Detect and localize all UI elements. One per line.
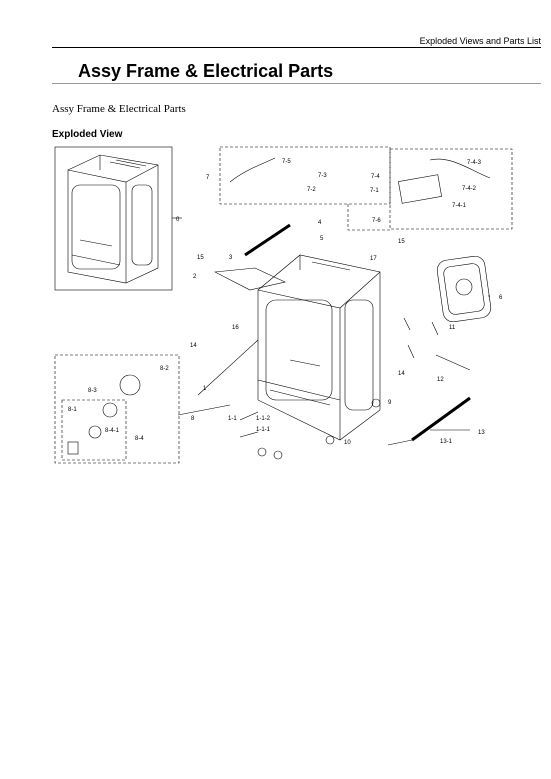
callout-7-6: 7-6	[372, 218, 381, 224]
hose-part-13	[411, 396, 471, 442]
callout-1-1: 1-1	[228, 416, 237, 422]
group-8-dashed-box	[54, 354, 180, 464]
callout-7-4-2: 7-4-2	[462, 186, 477, 192]
callout-13: 13	[478, 430, 485, 436]
callout-10: 10	[344, 440, 351, 446]
callout-1: 1	[203, 386, 207, 392]
callout-0: 0	[176, 217, 180, 223]
callout-7-1: 7-1	[370, 188, 379, 194]
gasket-part-6	[436, 255, 492, 323]
callout-8-4: 8-4	[135, 436, 144, 442]
callout-14b: 14	[398, 371, 405, 377]
callout-14a: 14	[190, 343, 197, 349]
callout-6: 6	[499, 295, 503, 301]
callout-1-1-1: 1-1-1	[256, 427, 271, 433]
callout-8-2: 8-2	[160, 366, 169, 372]
callout-8-4-1: 8-4-1	[105, 428, 120, 434]
callout-15b: 15	[398, 239, 405, 245]
callout-7-4: 7-4	[371, 174, 380, 180]
part-2-bracket	[213, 267, 286, 291]
group-8-4-dashed-box	[61, 399, 127, 461]
exploded-view-heading: Exploded View	[52, 129, 123, 140]
callout-7-3: 7-3	[318, 173, 327, 179]
callout-3: 3	[229, 255, 233, 261]
callout-17: 17	[370, 256, 377, 262]
callout-7: 7	[206, 175, 210, 181]
callout-11: 11	[449, 325, 456, 331]
callout-4: 4	[318, 220, 322, 226]
title-divider	[52, 83, 541, 84]
callout-13-1: 13-1	[440, 439, 453, 445]
callout-2: 2	[193, 274, 197, 280]
callout-8-1: 8-1	[68, 407, 77, 413]
part-3-strip	[244, 223, 291, 257]
page-title: Assy Frame & Electrical Parts	[78, 61, 334, 81]
callout-5: 5	[320, 236, 324, 242]
inset-frame-box	[54, 146, 173, 291]
group-7-4-dashed-box	[389, 148, 513, 230]
callout-9: 9	[388, 400, 392, 406]
callout-15a: 15	[197, 255, 204, 261]
callout-1-1-2: 1-1-2	[256, 416, 271, 422]
callout-7-4-3: 7-4-3	[467, 160, 482, 166]
callout-8-3: 8-3	[88, 388, 97, 394]
group-7-dashed-box	[219, 146, 391, 205]
main-cabinet	[257, 254, 381, 441]
callout-8: 8	[191, 416, 195, 422]
callout-16: 16	[232, 325, 239, 331]
callout-7-4-1: 7-4-1	[452, 203, 467, 209]
section-header: Exploded Views and Parts List	[419, 36, 541, 46]
callout-12: 12	[437, 377, 444, 383]
callout-7-5: 7-5	[282, 159, 291, 165]
callout-7-2: 7-2	[307, 187, 316, 193]
header-divider	[52, 47, 541, 48]
subtitle: Assy Frame & Electrical Parts	[52, 103, 186, 115]
cabinet-frame-inset	[67, 154, 159, 284]
